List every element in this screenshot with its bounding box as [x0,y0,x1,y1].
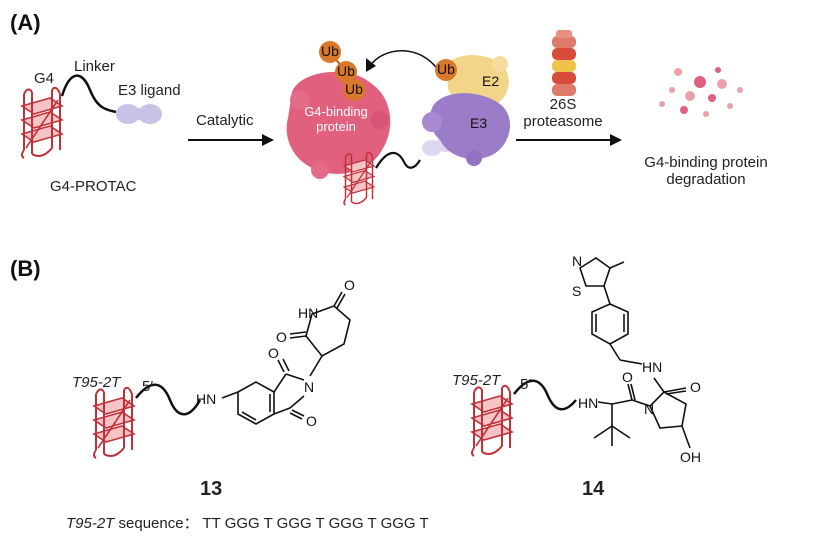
e3-ligand-label: E3 ligand [118,82,181,99]
ub-chain [319,41,365,101]
g4-binding-protein-label: G4-binding protein [304,104,368,134]
panel-b-label: (B) [10,256,41,281]
c14-hn-left: HN [578,395,598,411]
e3-ligand-icon [116,104,162,124]
g4-label: G4 [34,70,55,87]
c14-o-amide: O [690,379,701,395]
compound-13-linker [135,383,202,416]
ub-label-3: Ub [345,81,363,97]
ub-label-1: Ub [321,43,339,59]
compound-14-linker [513,379,577,411]
linker-label: Linker [74,58,115,75]
compound-14-five-prime: 5′ [520,376,532,393]
c13-n: N [304,379,314,395]
compound-14-g4-name: T95-2T [452,372,501,389]
sequence-prefix: T95-2T [66,515,115,532]
catalytic-arrow [188,134,274,146]
compound-14-number: 14 [582,478,605,500]
proteasome-label: 26S proteasome [523,96,603,130]
c14-oh: OH [680,449,701,465]
compound-13-number: 13 [200,478,223,500]
ub-label-4: Ub [437,61,455,77]
ub-icon-4 [435,59,457,81]
c14-n-thz: N [572,253,582,269]
panel-a-label: (A) [10,10,41,35]
c13-o2: O [306,413,317,429]
compound-13-g4-name: T95-2T [72,374,121,391]
ub-icon-1 [319,41,341,63]
e2-label: E2 [482,73,499,89]
c13-o4: O [344,277,355,293]
compound-13-five-prime: 5′ [142,378,154,395]
linker-strand [60,74,117,114]
proteasome-icon [552,30,576,96]
c14-hn-amide: HN [642,359,662,375]
c14-n-pro: N [644,401,654,417]
c13-hn2: HN [298,305,318,321]
compound-14-g4-icon [471,384,513,457]
g4-binding-protein-icon [286,71,391,179]
c14-s-thz: S [572,283,581,299]
sequence-line: T95-2T sequence： TT GGG T GGG T GGG T GG… [66,512,429,533]
ub-icon-3 [343,79,365,101]
c14-o-left: O [622,369,633,385]
e3-label: E3 [470,115,487,131]
c13-o1: O [268,345,279,361]
degraded-fragments-icon [659,67,743,117]
catalytic-label: Catalytic [196,112,254,129]
c13-o3: O [276,329,287,345]
compound-13-structure [221,291,351,425]
ub-label-2: Ub [337,63,355,79]
ub-transfer-arrow [369,50,439,71]
compound-13-g4-icon [93,386,135,459]
bound-linker [375,151,421,169]
degradation-label: G4-binding protein degradation [644,154,768,188]
sequence-text: sequence： TT GGG T GGG T GGG T GGG T [114,515,429,532]
ub-icon-2 [335,61,357,83]
g4-protac-g4-icon [21,86,63,159]
degradation-arrow [516,134,622,146]
c13-hn: HN [196,391,216,407]
g4-protac-label: G4-PROTAC [50,178,137,195]
e3-icon [422,93,511,166]
compound-14-structure [579,257,691,449]
